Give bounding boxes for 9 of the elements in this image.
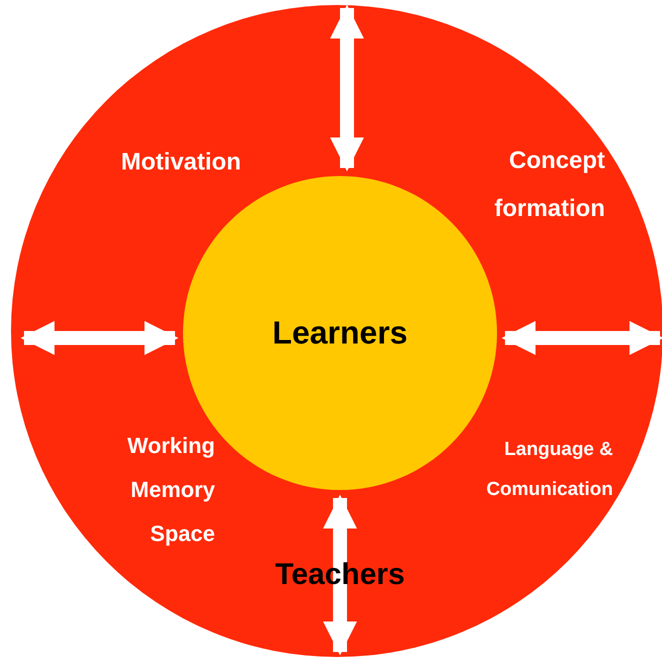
text-label: Working Memory Space bbox=[126, 432, 215, 548]
text-label: Language & Comunication bbox=[485, 438, 613, 502]
double-arrow bbox=[20, 321, 178, 355]
double-arrow bbox=[330, 4, 364, 172]
double-arrow bbox=[502, 321, 662, 355]
text-label: Motivation bbox=[120, 148, 242, 178]
text-label: Concept formation bbox=[493, 146, 605, 224]
circle-label: Learners bbox=[272, 314, 408, 352]
double-arrow bbox=[323, 494, 357, 656]
